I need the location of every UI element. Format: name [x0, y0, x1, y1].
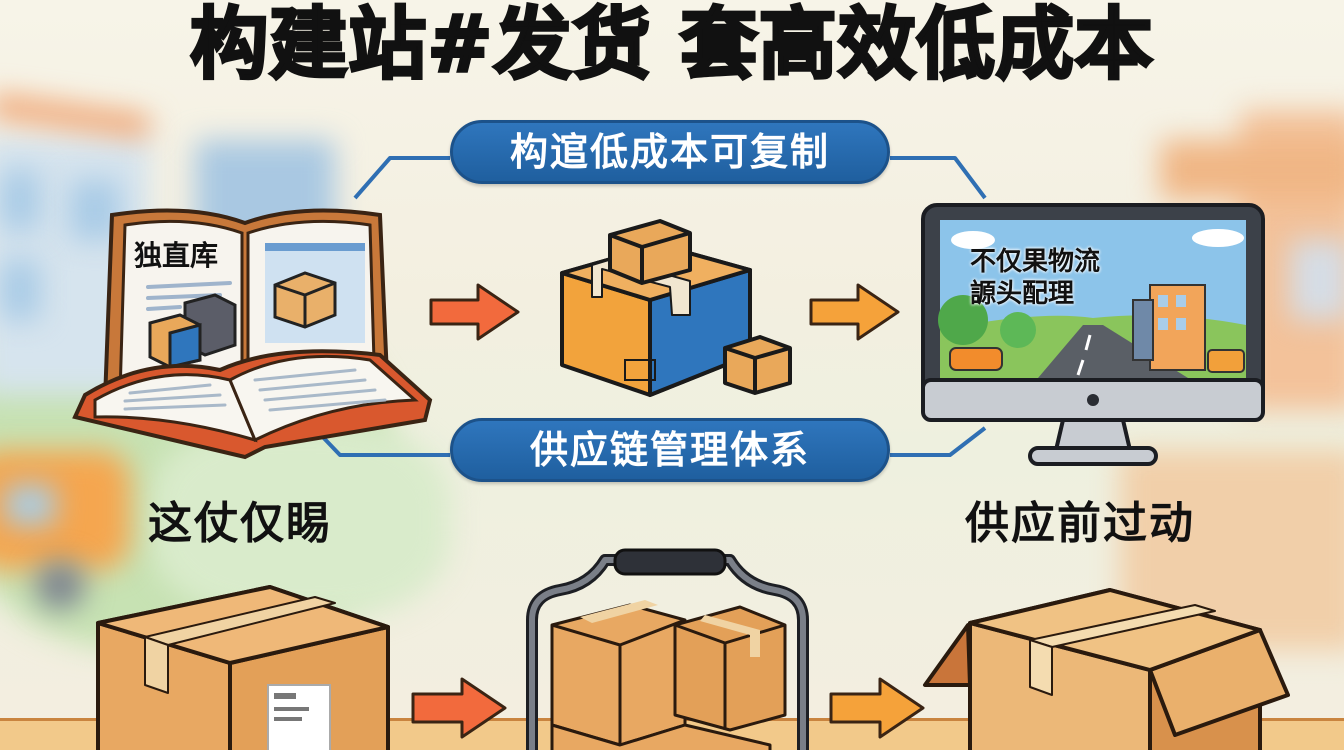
book-label: 独直库: [134, 239, 219, 272]
monitor-text-line2: 謜头配理: [970, 279, 1075, 309]
caption-right: 供应前过动: [965, 498, 1195, 549]
caption-left: 这仗仅睗: [148, 498, 332, 549]
box-stack-illustration: [560, 219, 792, 397]
monitor-screen-text: 不仅果物流 謜头配理: [970, 246, 1100, 310]
pill-supply-chain-system: 供应链管理体系: [450, 418, 890, 482]
arrow-right-icon: [429, 283, 520, 341]
book-warehouse-illustration: [72, 208, 433, 460]
sealed-box-illustration: [96, 585, 390, 750]
monitor-logistics-illustration: [921, 203, 1265, 466]
page-title: 构建站#发货 套高效低成本: [189, 0, 1155, 90]
arrow-right-icon: [809, 283, 900, 341]
pill-low-cost-replicable: 构逭低成本可复制: [450, 120, 890, 184]
arrow-right-icon: [829, 677, 925, 739]
monitor-text-line1: 不仅果物流: [970, 247, 1101, 277]
boxes-in-cart-illustration: [526, 548, 809, 750]
arrow-right-icon: [411, 677, 507, 739]
open-box-illustration: [923, 588, 1290, 750]
